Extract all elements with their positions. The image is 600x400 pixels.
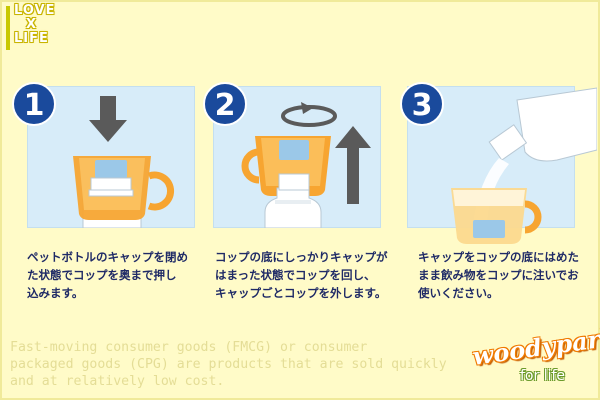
bottle-icon bbox=[264, 173, 322, 228]
step-3-line-2: まま飲み物をコップに注いでお bbox=[418, 268, 579, 282]
step-3-badge: 3 bbox=[400, 82, 444, 126]
step-1-illustration bbox=[73, 96, 174, 228]
step-2-line-1: コップの底にしっかりキャップが bbox=[215, 250, 388, 264]
pouring-bottle-icon bbox=[488, 87, 597, 162]
up-arrow-icon bbox=[335, 126, 371, 204]
step-3-line-1: キャップをコップの底にはめた bbox=[418, 250, 579, 264]
watermark-line-3: and at relatively low cost. bbox=[10, 374, 225, 389]
step-2-line-2: はまった状態でコップを回し、 bbox=[215, 268, 376, 282]
logo-line-3: LIFE bbox=[14, 31, 49, 46]
logo-bar bbox=[6, 6, 10, 50]
logo-line-2: X bbox=[26, 17, 38, 32]
step-3-illustration bbox=[451, 87, 597, 244]
step-1-line-1: ペットボトルのキャップを閉め bbox=[27, 250, 188, 264]
cup-icon bbox=[451, 188, 542, 244]
watermark-text: Fast-moving consumer goods (FMCG) or con… bbox=[10, 339, 590, 390]
step-1-line-2: た状態でコップを奥まで押し bbox=[27, 268, 177, 282]
step-2-illustration bbox=[241, 102, 371, 228]
step-2-line-3: キャップごとコップを外します。 bbox=[215, 286, 387, 300]
step-3-line-3: 使いください。 bbox=[418, 286, 499, 300]
step-1-line-3: 込みます。 bbox=[27, 286, 84, 300]
step-1-description: ペットボトルのキャップを閉め た状態でコップを奥まで押し 込みます。 bbox=[27, 248, 199, 302]
rotate-arrow-icon bbox=[281, 102, 337, 127]
watermark-line-2: packaged goods (CPG) are products that a… bbox=[10, 357, 447, 372]
step-2-description: コップの底にしっかりキャップが はまった状態でコップを回し、 キャップごとコップ… bbox=[215, 248, 390, 302]
down-arrow-icon bbox=[89, 96, 127, 142]
watermark-line-1: Fast-moving consumer goods (FMCG) or con… bbox=[10, 340, 368, 355]
step-2-badge: 2 bbox=[203, 82, 247, 126]
step-1-badge: 1 bbox=[12, 82, 56, 126]
step-3-description: キャップをコップの底にはめた まま飲み物をコップに注いでお 使いください。 bbox=[418, 248, 588, 302]
love-life-logo: LOVE X LIFE bbox=[6, 4, 54, 52]
logo-line-1: LOVE bbox=[14, 3, 56, 18]
brand-tagline: for life bbox=[520, 368, 566, 384]
